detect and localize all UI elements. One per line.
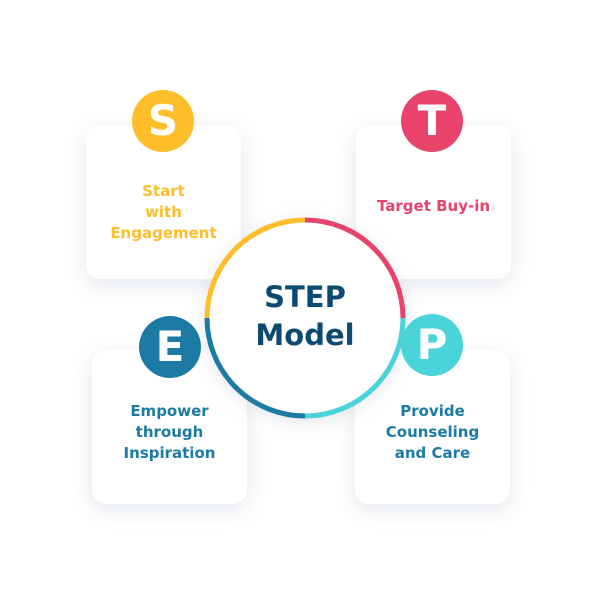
arc-t [304,217,406,319]
badge-e: E [139,316,201,378]
title-line-2: Model [255,318,355,352]
badge-p: P [401,314,463,376]
badge-t: T [401,90,463,152]
arc-s [204,217,306,319]
model-title: STEP Model [205,278,405,354]
card-label: Start with Engagement [110,181,217,242]
center-circle [207,220,403,416]
title-line-1: STEP [264,280,346,314]
arc-p [304,317,406,419]
arc-e [204,317,306,419]
card-label: Target Buy-in [376,196,491,215]
card-label: Provide Counseling and Care [385,401,480,462]
card-label: Empower through Inspiration [123,401,216,462]
badge-s: S [132,90,194,152]
